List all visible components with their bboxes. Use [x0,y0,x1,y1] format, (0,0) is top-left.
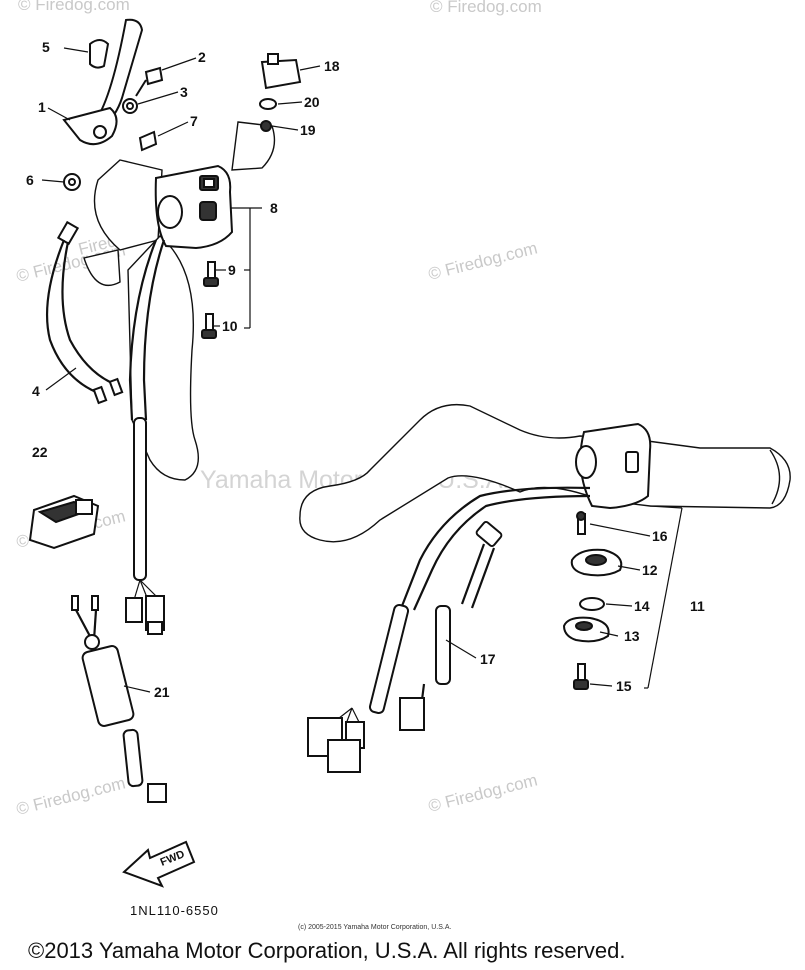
callout-18: 18 [324,58,340,74]
small-copyright: (c) 2005-2015 Yamaha Motor Corporation, … [298,924,451,931]
clutch-switch-wire [45,220,124,405]
relay-22 [28,494,100,550]
relay-18-assembly [259,53,302,132]
callout-22: 22 [32,444,48,460]
harness-21 [71,595,167,803]
right-switch-housing [575,422,652,510]
callout-21: 21 [154,684,170,700]
screw-9-10 [201,261,219,339]
callout-2: 2 [198,49,206,65]
callout-9: 9 [228,262,236,278]
callout-12: 12 [642,562,658,578]
left-switch-harness [125,239,166,635]
left-switch-housing [154,164,234,250]
right-switch-harness [307,486,591,773]
callout-15: 15 [616,678,632,694]
callout-17: 17 [480,651,496,667]
callout-4: 4 [32,383,40,399]
callout-19: 19 [300,122,316,138]
callout-7: 7 [190,113,198,129]
watermark-firedog: © Firedog.com [426,770,539,815]
watermark-firedog: © Firedog.com [430,0,542,16]
callout-6: 6 [26,172,34,188]
starter-wire-17 [399,521,503,731]
forward-arrow-icon [122,840,196,888]
callout-1: 1 [38,99,46,115]
watermark-firedog: © Firedog.com [18,0,130,14]
callout-10: 10 [222,318,238,334]
copyright-footer: ©2013 Yamaha Motor Corporation, U.S.A. A… [28,938,625,963]
leader-lines [41,47,683,693]
callout-14: 14 [634,598,650,614]
right-handlebar-ghost [299,403,791,543]
right-switch-hardware [562,511,623,690]
watermark-firedog: © Firedog.com [14,773,127,818]
callout-16: 16 [652,528,668,544]
watermark-firedog: © Firedog.com [426,238,539,283]
callout-3: 3 [180,84,188,100]
callout-20: 20 [304,94,320,110]
diagram-part-number: 1NL110-6550 [130,903,219,918]
callout-labels: 5 2 3 1 7 6 18 20 19 8 9 10 4 22 21 16 1… [26,39,705,700]
clutch-lever-assembly [62,18,164,191]
callout-8: 8 [270,200,278,216]
callout-5: 5 [42,39,50,55]
callout-13: 13 [624,628,640,644]
forward-arrow: FWD [122,840,196,888]
callout-11: 11 [690,598,705,614]
